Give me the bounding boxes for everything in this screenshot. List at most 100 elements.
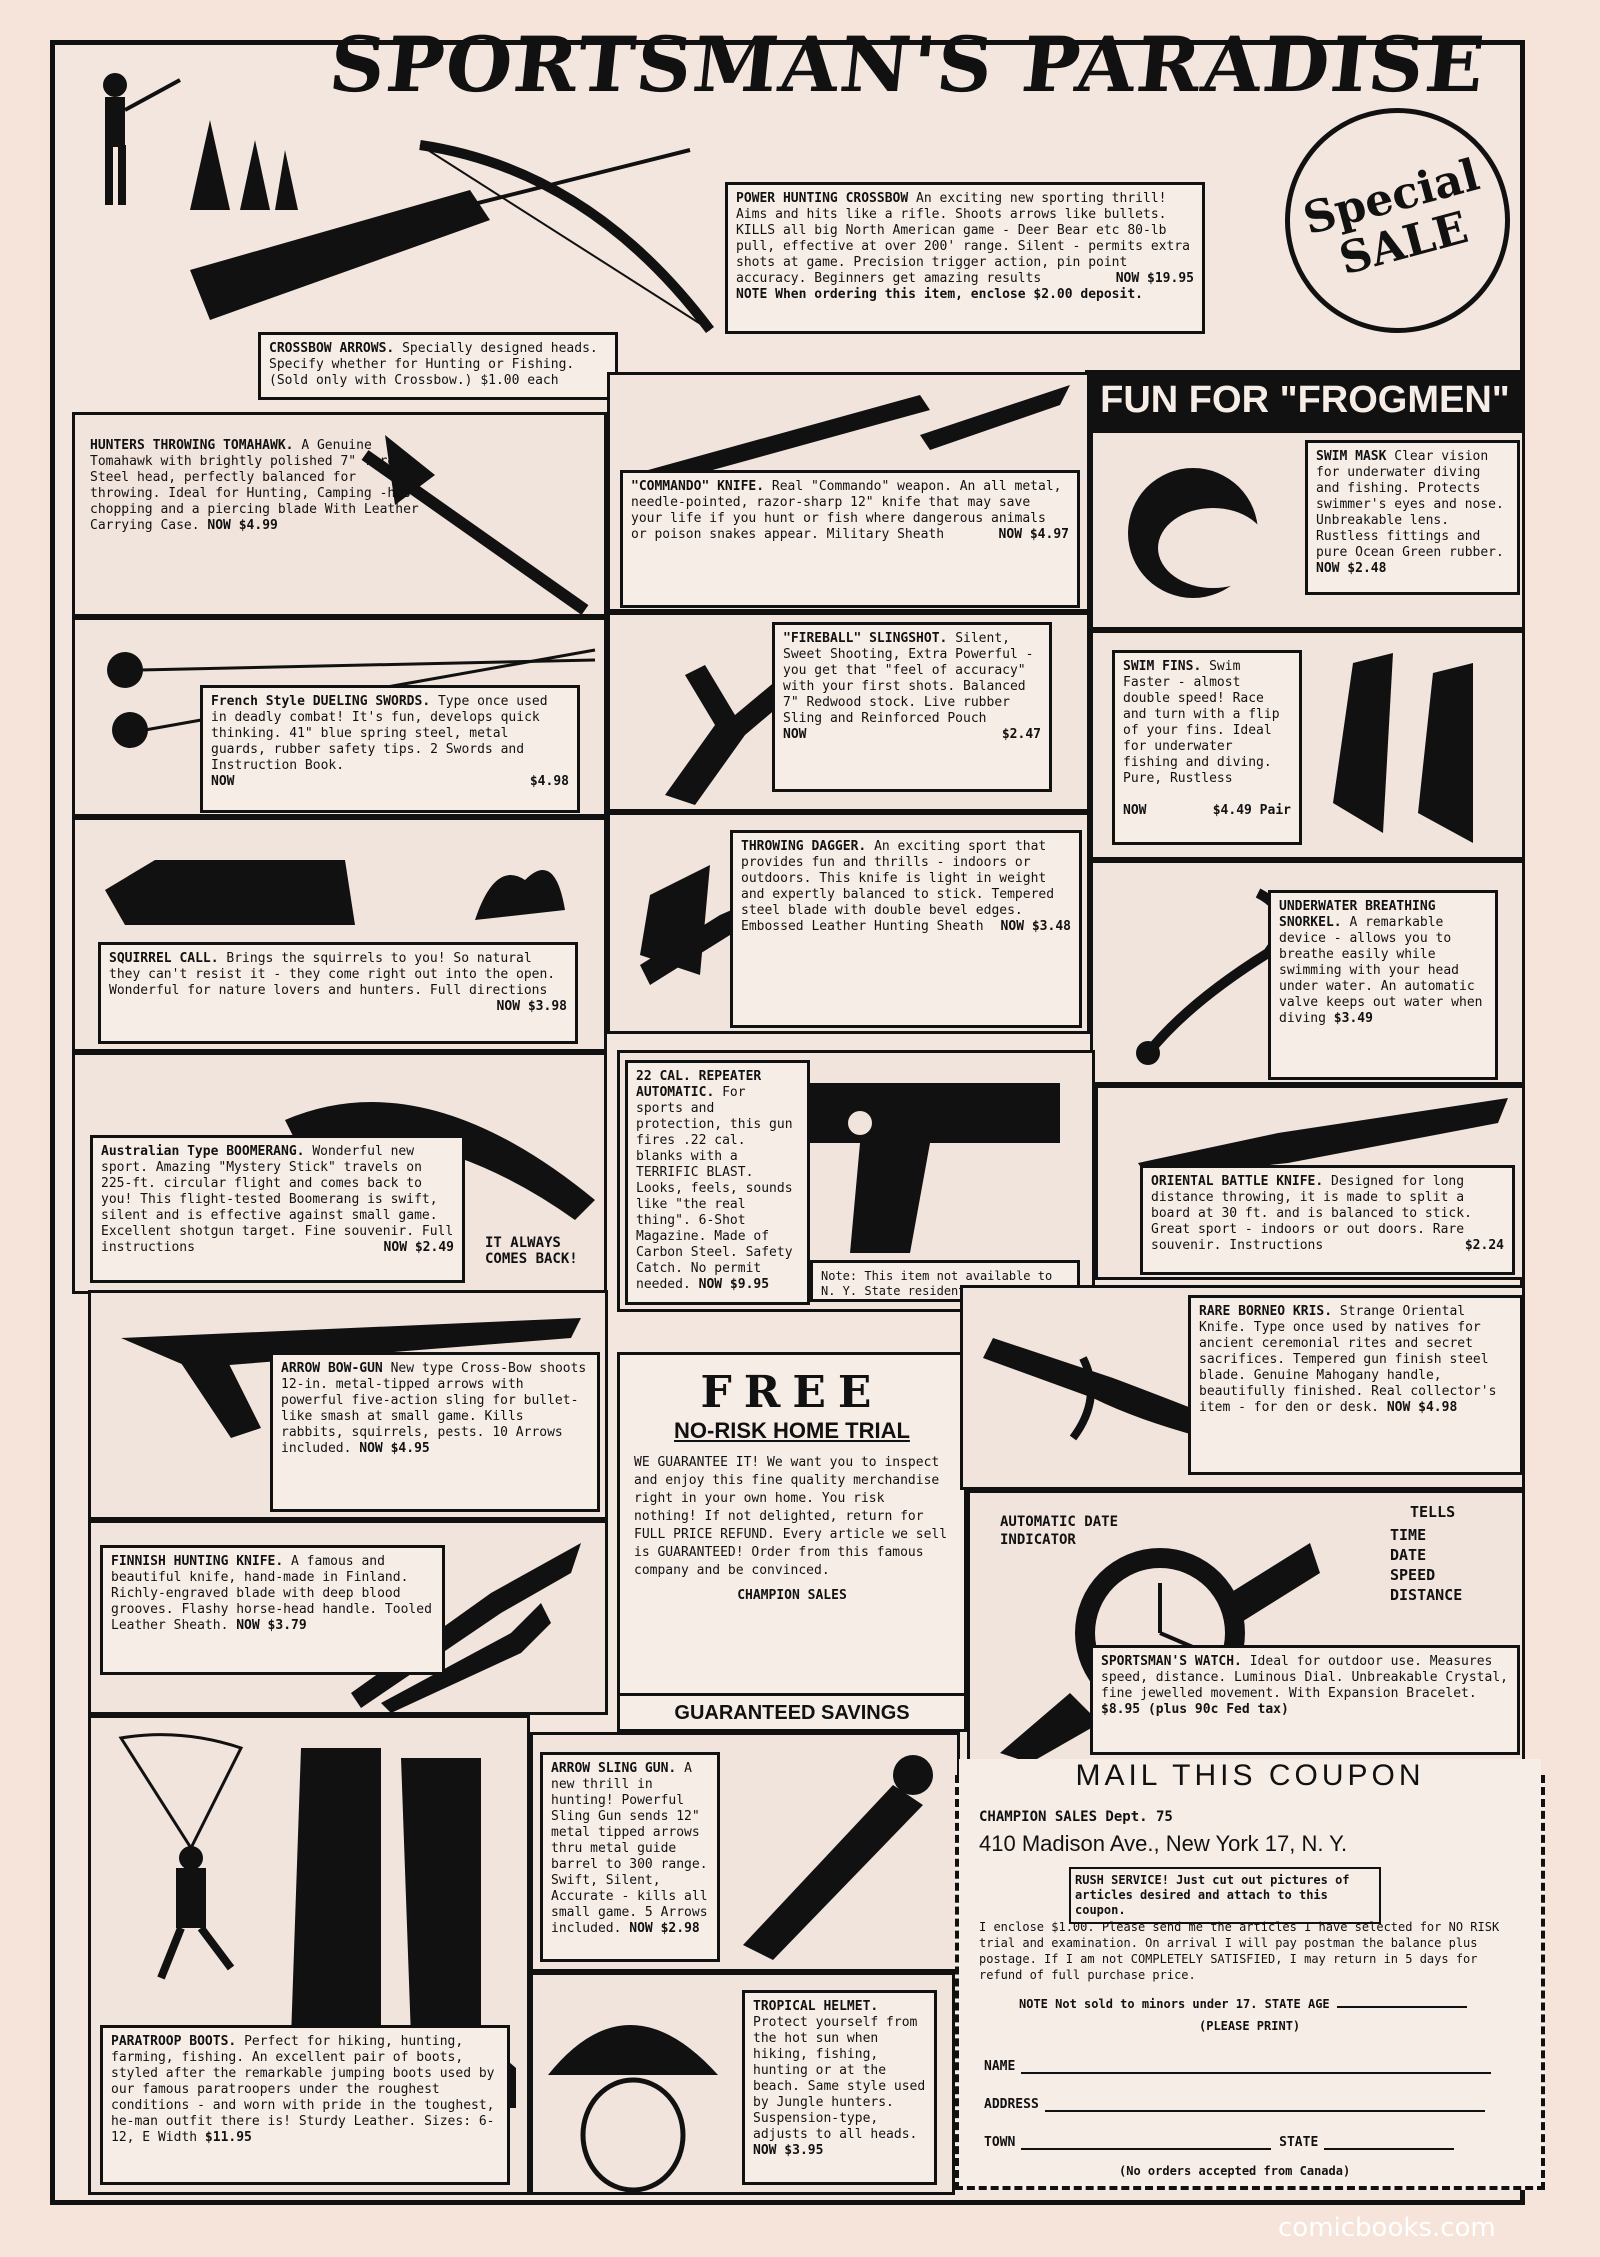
swim-mask-text: Clear vision for underwater diving and f… (1316, 449, 1504, 560)
free-subtitle: NO-RISK HOME TRIAL (674, 1418, 910, 1443)
oriental-knife-copy: ORIENTAL BATTLE KNIFE. Designed for long… (1140, 1165, 1515, 1275)
swim-fins-text: Swim Faster - almost double speed! Race … (1123, 659, 1280, 786)
snorkel-name: UNDERWATER BREATHING SNORKEL. (1279, 899, 1436, 930)
boots-price: $11.95 (204, 2130, 252, 2145)
oriental-knife-text: Designed for long distance throwing, it … (1151, 1174, 1472, 1253)
snorkel-price: $3.49 (1333, 1011, 1373, 1026)
crossbow-text: An exciting new sporting thrill! Aims an… (736, 191, 1190, 286)
helmet-name: TROPICAL HELMET. (753, 1999, 879, 2014)
coupon-note: NOTE Not sold to minors under 17. STATE … (1019, 1997, 1467, 2011)
arrow-sling-illustration (743, 1755, 933, 1960)
crossbow-name: POWER HUNTING CROSSBOW (736, 191, 909, 206)
helmet-copy: TROPICAL HELMET. Protect yourself from t… (742, 1990, 937, 2185)
swim-fins-price: $4.49 Pair (1212, 803, 1291, 818)
coupon-body: I enclose $1.00. Please send me the arti… (979, 1920, 1500, 1982)
arrow-bow-gun-copy: ARROW BOW-GUN New type Cross-Bow shoots … (270, 1352, 600, 1512)
state-input[interactable] (1324, 2136, 1455, 2150)
watch-text: Ideal for outdoor use. Measures speed, d… (1101, 1654, 1508, 1701)
arrow-bow-gun-text: New type Cross-Bow shoots 12-in. metal-t… (281, 1361, 587, 1456)
watermark: comicbooks.com (1278, 2213, 1496, 2243)
finnish-copy: FINNISH HUNTING KNIFE. A famous and beau… (100, 1545, 445, 1675)
swords-name: French Style DUELING SWORDS. (211, 694, 431, 709)
helmet-price: NOW $3.95 (753, 2143, 824, 2158)
boots-name: PARATROOP BOOTS. (111, 2034, 237, 2049)
boomerang-copy: Australian Type BOOMERANG. Wonderful new… (90, 1135, 465, 1283)
swim-fins-price-label: NOW (1123, 803, 1147, 818)
commando-knife-illustration (630, 385, 1070, 490)
helmet-illustration (548, 2025, 718, 2192)
squirrel-call-illustration (105, 860, 565, 925)
snorkel-copy: UNDERWATER BREATHING SNORKEL. A remarkab… (1268, 890, 1498, 1080)
commando-copy: "COMMANDO" KNIFE. Real "Commando" weapon… (620, 470, 1080, 608)
tomahawk-price: NOW $4.99 (207, 518, 278, 533)
kris-name: RARE BORNEO KRIS. (1199, 1304, 1333, 1319)
name-input[interactable] (1021, 2060, 1492, 2074)
kris-text: Strange Oriental Knife. Type once used b… (1199, 1304, 1497, 1415)
arrow-bow-gun-price: NOW $4.95 (359, 1441, 430, 1456)
dagger-price: NOW $3.48 (1000, 919, 1071, 934)
name-label: NAME (984, 2059, 1016, 2074)
town-input[interactable] (1021, 2136, 1272, 2150)
coupon-print: (PLEASE PRINT) (1199, 2019, 1301, 2033)
hunter-illustration (103, 73, 298, 210)
watch-feature-date: DATE (1390, 1546, 1427, 1564)
coupon-address: 410 Madison Ave., New York 17, N. Y. (979, 1831, 1348, 1856)
repeater-price: NOW $9.95 (698, 1277, 770, 1292)
tomahawk-copy: HUNTERS THROWING TOMAHAWK. A Genuine Tom… (82, 432, 442, 600)
address-input[interactable] (1044, 2098, 1485, 2112)
oriental-knife-price: $2.24 (1464, 1238, 1504, 1253)
free-text: WE GUARANTEE IT! We want you to inspect … (634, 1455, 948, 1578)
crossbow-illustration (190, 140, 714, 334)
crossbow-price: NOW $19.95 (1115, 271, 1194, 286)
boots-illustration (281, 1748, 516, 2108)
mail-coupon[interactable]: MAIL THIS COUPON CHAMPION SALES Dept. 75… (955, 1759, 1545, 2190)
dagger-text: An exciting sport that provides fun and … (741, 839, 1055, 934)
watch-feature-time: TIME (1390, 1526, 1427, 1544)
town-label: TOWN (984, 2135, 1016, 2150)
swim-mask-price: NOW $2.48 (1316, 561, 1387, 576)
page-title: SPORTSMAN'S PARADISE (325, 20, 1491, 109)
swords-price-label: NOW (211, 774, 235, 789)
swim-mask-name: SWIM MASK (1316, 449, 1387, 464)
arrow-sling-price: NOW $2.98 (629, 1921, 700, 1936)
watch-price: $8.95 (plus 90c Fed tax) (1101, 1702, 1289, 1717)
oriental-knife-name: ORIENTAL BATTLE KNIFE. (1151, 1174, 1324, 1189)
swim-mask-illustration (1128, 468, 1268, 598)
coupon-rush: RUSH SERVICE! Just cut out pictures of a… (1069, 1867, 1381, 1924)
slingshot-name: "FIREBALL" SLINGSHOT. (783, 631, 948, 646)
squirrel-copy: SQUIRREL CALL. Brings the squirrels to y… (98, 942, 578, 1044)
address-field[interactable]: ADDRESS (984, 2097, 1485, 2112)
swords-text: Type once used in deadly combat! It's fu… (211, 694, 548, 773)
arrow-sling-text: A new thrill in hunting! Powerful Sling … (551, 1761, 708, 1936)
watch-features: TIME DATE SPEED DISTANCE (1390, 1525, 1462, 1605)
watch-copy: SPORTSMAN'S WATCH. Ideal for outdoor use… (1090, 1645, 1520, 1755)
swim-fins-copy: SWIM FINS. Swim Faster - almost double s… (1112, 650, 1302, 845)
crossbow-arrows-text: Specially designed heads. Specify whethe… (269, 341, 598, 388)
boomerang-price: NOW $2.49 (383, 1240, 454, 1255)
crossbow-note: NOTE When ordering this item, enclose $2… (736, 287, 1143, 302)
town-state-field[interactable]: TOWN STATE (984, 2135, 1455, 2150)
repeater-text: For sports and protection, this gun fire… (636, 1085, 793, 1292)
crossbow-copy: POWER HUNTING CROSSBOW An exciting new s… (725, 182, 1205, 334)
free-title: FREE (700, 1367, 884, 1418)
slingshot-copy: "FIREBALL" SLINGSHOT. Silent, Sweet Shoo… (772, 622, 1052, 792)
arrow-sling-name: ARROW SLING GUN. (551, 1761, 677, 1776)
boots-text: Perfect for hiking, hunting, farming, fi… (111, 2034, 495, 2145)
squirrel-name: SQUIRREL CALL. (109, 951, 219, 966)
finnish-name: FINNISH HUNTING KNIFE. (111, 1554, 284, 1569)
tomahawk-name: HUNTERS THROWING TOMAHAWK. (90, 438, 294, 453)
dagger-name: THROWING DAGGER. (741, 839, 867, 854)
boomerang-text: Wonderful new sport. Amazing "Mystery St… (101, 1144, 454, 1255)
pistol-illustration (790, 1083, 1060, 1253)
commando-name: "COMMANDO" KNIFE. (631, 479, 765, 494)
crossbow-arrows-copy: CROSSBOW ARROWS. Specially designed head… (258, 332, 618, 400)
kris-price: NOW $4.98 (1386, 1400, 1458, 1415)
watch-tells: TELLS (1410, 1503, 1456, 1521)
finnish-text: A famous and beautiful knife, hand-made … (111, 1554, 432, 1633)
crossbow-arrows-name: CROSSBOW ARROWS. (269, 341, 395, 356)
tomahawk-panel (72, 412, 607, 617)
watch-feature-speed: SPEED (1390, 1566, 1436, 1584)
name-field[interactable]: NAME (984, 2059, 1492, 2074)
swim-fins-illustration (1333, 653, 1473, 843)
swords-copy: French Style DUELING SWORDS. Type once u… (200, 685, 580, 813)
